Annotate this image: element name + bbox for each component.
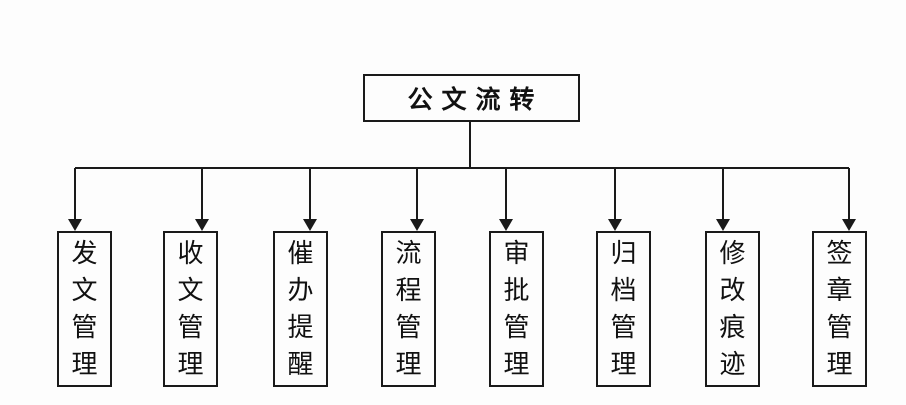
module-box-urging-reminder: 催办提醒 <box>273 231 328 387</box>
arrow-down-icon <box>68 219 82 231</box>
arrow-down-icon <box>410 219 424 231</box>
arrow-down-icon <box>499 219 513 231</box>
module-box-signature-seal-management: 签章管理 <box>812 231 867 387</box>
branch-connector <box>303 168 317 231</box>
branch-connector <box>410 168 424 231</box>
root-box-label: 公 文 流 转 <box>407 86 536 114</box>
branch-connector <box>68 168 82 231</box>
module-label: 发文管理 <box>71 238 98 379</box>
arrow-down-icon <box>842 219 856 231</box>
module-label: 流程管理 <box>395 238 422 379</box>
branch-connector <box>499 168 513 231</box>
arrow-down-icon <box>195 219 209 231</box>
module-box-outgoing-document-management: 发文管理 <box>57 231 112 387</box>
root-box-document-flow: 公 文 流 转 <box>363 74 580 122</box>
branch-connector <box>195 168 209 231</box>
module-box-process-management: 流程管理 <box>381 231 436 387</box>
module-label: 归档管理 <box>610 238 637 379</box>
module-label: 收文管理 <box>177 238 204 379</box>
module-label: 签章管理 <box>826 238 853 379</box>
module-label: 审批管理 <box>503 238 530 379</box>
module-box-revision-traces: 修改痕迹 <box>705 231 760 387</box>
branch-connector <box>842 168 856 231</box>
module-box-approval-management: 审批管理 <box>489 231 544 387</box>
arrow-down-icon <box>303 219 317 231</box>
arrow-down-icon <box>716 219 730 231</box>
module-box-incoming-document-management: 收文管理 <box>163 231 218 387</box>
branch-connector <box>716 168 730 231</box>
branch-connector <box>608 168 622 231</box>
module-label: 催办提醒 <box>287 238 314 379</box>
arrow-down-icon <box>608 219 622 231</box>
module-box-archive-management: 归档管理 <box>596 231 651 387</box>
module-label: 修改痕迹 <box>719 238 746 379</box>
